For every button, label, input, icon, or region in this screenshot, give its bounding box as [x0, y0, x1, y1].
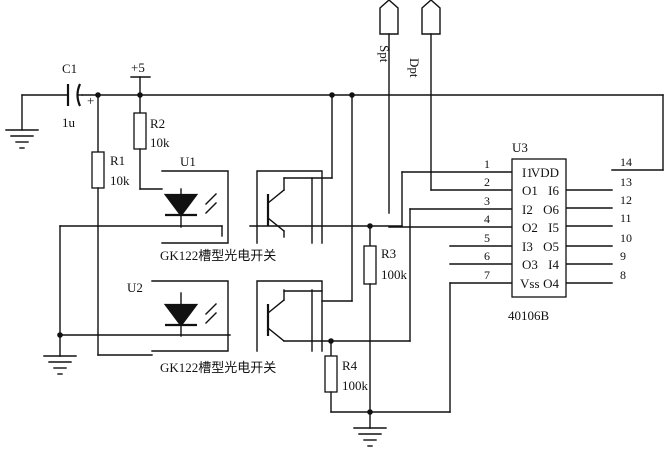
r2-value: 10k — [150, 135, 170, 150]
u3-left-pin-name: O2 — [522, 220, 538, 235]
u3-input-nets — [388, 171, 613, 413]
u3-right-pin-num: 12 — [620, 193, 632, 207]
u1-ref: U1 — [180, 154, 196, 169]
r1-ref: R1 — [110, 153, 125, 168]
u3-right-pin-name: I6 — [548, 183, 559, 198]
u3-left-pin-num: 7 — [484, 268, 490, 282]
u3-left-pin-name: Vss — [520, 276, 540, 291]
u3-right-pin-name: O6 — [543, 202, 559, 217]
u3-right-pin-num: 10 — [620, 231, 632, 245]
u3-right-pin-name: I5 — [548, 220, 559, 235]
connector-spt: Spt — [377, 0, 399, 214]
u3-left-pin-name: I2 — [522, 202, 533, 217]
u3-left-pin-num: 2 — [484, 175, 490, 189]
u3-right-pin-name: O5 — [543, 239, 559, 254]
capacitor-c1: C1 1u + — [21, 61, 94, 131]
u1-caption: GK122槽型光电开关 — [160, 248, 276, 263]
u3-part: 40106B — [508, 308, 550, 323]
dpt-label: Dpt — [407, 58, 422, 78]
c1-polarity: + — [87, 93, 94, 108]
supply-5v: +5 — [130, 60, 151, 96]
c1-ref: C1 — [62, 61, 77, 76]
u3-left-pin-num: 3 — [484, 194, 490, 208]
spt-label: Spt — [377, 45, 392, 63]
u3-left-pin-name: I3 — [522, 239, 533, 254]
u3-left-pin-num: 6 — [484, 249, 490, 263]
u3-left-pin-name: O1 — [522, 183, 538, 198]
u3-right-pin-name: VDD — [531, 165, 559, 180]
u2-caption: GK122槽型光电开关 — [160, 360, 276, 375]
supply-rail — [81, 94, 664, 171]
junction-dots — [57, 92, 373, 415]
supply-label: +5 — [131, 60, 145, 75]
optocoupler-u2: U2 GK122槽型光电开关 — [127, 280, 323, 375]
u3-right-pin-num: 9 — [620, 249, 626, 263]
u3-left-pin-num: 4 — [484, 212, 490, 226]
resistor-r1: R1 10k — [91, 94, 153, 356]
u3-left-pin-num: 5 — [484, 231, 490, 245]
u2-ref: U2 — [127, 280, 143, 295]
u3-left-pin-name: I1 — [522, 165, 533, 180]
r4-value: 100k — [342, 378, 369, 393]
u3-ref: U3 — [512, 140, 528, 155]
r3-ref: R3 — [381, 246, 396, 261]
u3-right-pin-num: 11 — [620, 211, 632, 225]
u3-right-pin-name: I4 — [548, 257, 559, 272]
resistor-r3: R3 100k — [249, 225, 408, 429]
u3-right-pin-name: O4 — [543, 276, 559, 291]
ic-u3: U3 40106B 1 2 3 4 5 6 7 I1 O1 I2 O2 I3 O… — [484, 140, 632, 323]
u3-left-pin-num: 1 — [484, 157, 490, 171]
connector-dpt: Dpt — [407, 0, 441, 173]
c1-value: 1u — [62, 115, 76, 130]
ground-c1 — [5, 129, 39, 149]
u3-right-pin-num: 8 — [620, 268, 626, 282]
r1-value: 10k — [110, 173, 130, 188]
r4-ref: R4 — [342, 358, 358, 373]
u3-right-pin-num: 14 — [620, 155, 632, 169]
optocoupler-u1: U1 GK122槽型光电开关 — [160, 154, 323, 263]
r3-value: 100k — [381, 267, 408, 282]
u3-left-pin-name: O3 — [522, 257, 538, 272]
resistor-r2: R2 10k — [133, 94, 170, 190]
u3-right-pin-num: 13 — [620, 175, 632, 189]
r2-ref: R2 — [150, 116, 165, 131]
collector-nets — [283, 94, 353, 302]
ground-bottom — [353, 427, 387, 447]
resistor-r4: R4 100k — [283, 340, 451, 413]
